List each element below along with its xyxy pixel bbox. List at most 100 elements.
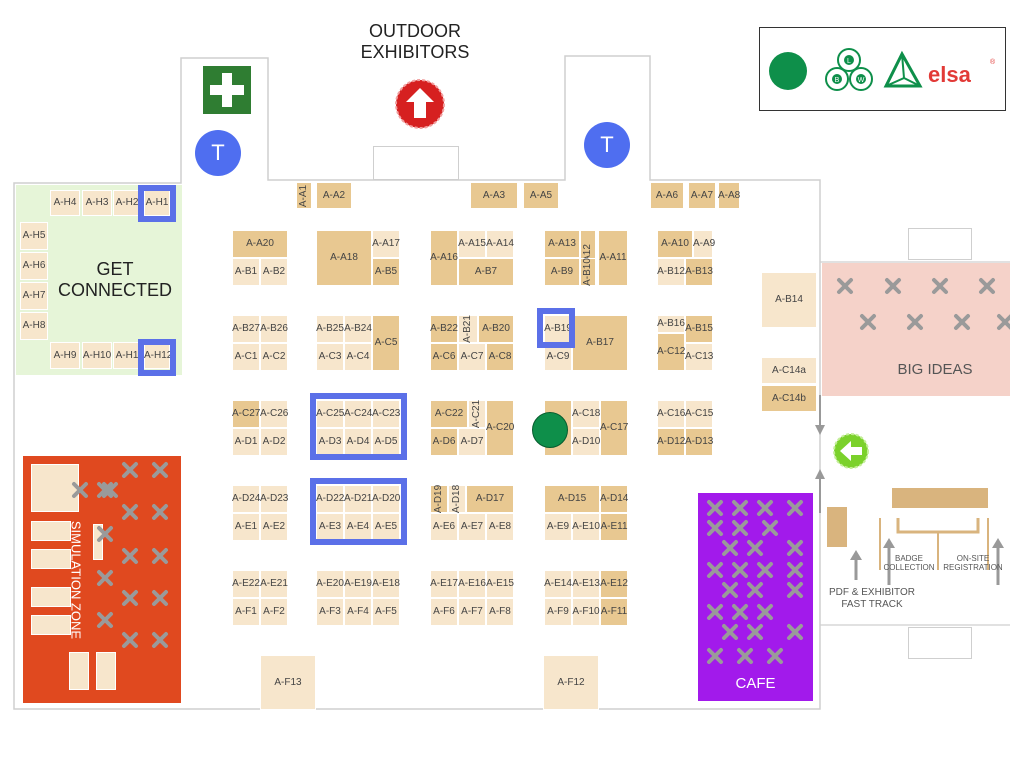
booth-a-d20[interactable] — [372, 485, 400, 513]
booth-a-f12[interactable] — [543, 655, 599, 710]
booth-a-a16[interactable] — [430, 230, 458, 286]
booth-a-e7[interactable] — [458, 513, 486, 541]
booth-a-d7[interactable] — [458, 428, 486, 456]
booth-a-h9[interactable] — [50, 342, 80, 369]
booth-a-a13[interactable] — [544, 230, 580, 258]
booth-a-d24[interactable] — [232, 485, 260, 513]
booth-a-e6[interactable] — [430, 513, 458, 541]
booth-a-e16[interactable] — [458, 570, 486, 598]
booth-a-e21[interactable] — [260, 570, 288, 598]
booth-a-f8[interactable] — [486, 598, 514, 626]
booth-a-e19[interactable] — [344, 570, 372, 598]
booth-a-a10[interactable] — [657, 230, 693, 258]
booth-a-c3[interactable] — [316, 343, 344, 371]
booth-a-e2[interactable] — [260, 513, 288, 541]
booth-a-d5[interactable] — [372, 428, 400, 456]
booth-a-f1[interactable] — [232, 598, 260, 626]
booth-a-h5[interactable] — [20, 222, 48, 250]
booth-a-e22[interactable] — [232, 570, 260, 598]
booth-a-e14[interactable] — [544, 570, 572, 598]
booth-a-c14b[interactable] — [761, 385, 817, 412]
booth-a-c20[interactable] — [486, 400, 514, 456]
booth-a-b16[interactable] — [657, 315, 685, 333]
green-marker-dot[interactable] — [532, 412, 568, 448]
booth-a-c2[interactable] — [260, 343, 288, 371]
booth-a-b1[interactable] — [232, 258, 260, 286]
booth-a-c8[interactable] — [486, 343, 514, 371]
booth-a-e12[interactable] — [600, 570, 628, 598]
booth-a-b22[interactable] — [430, 315, 458, 343]
booth-a-e10[interactable] — [572, 513, 600, 541]
booth-a-h2[interactable] — [113, 190, 141, 216]
booth-a-e17[interactable] — [430, 570, 458, 598]
booth-a-b26[interactable] — [260, 315, 288, 343]
booth-a-e20[interactable] — [316, 570, 344, 598]
booth-a-h3[interactable] — [82, 190, 112, 216]
booth-a-f6[interactable] — [430, 598, 458, 626]
booth-a-b15[interactable] — [685, 315, 713, 343]
booth-a-a2[interactable] — [316, 182, 352, 209]
booth-a-c4[interactable] — [344, 343, 372, 371]
booth-a-h7[interactable] — [20, 282, 48, 310]
booth-a-c7[interactable] — [458, 343, 486, 371]
booth-a-d1[interactable] — [232, 428, 260, 456]
booth-a-c27[interactable] — [232, 400, 260, 428]
booth-a-c12[interactable] — [657, 333, 685, 371]
booth-a-a18[interactable] — [316, 230, 372, 286]
booth-a-f3[interactable] — [316, 598, 344, 626]
booth-a-b2[interactable] — [260, 258, 288, 286]
booth-a-c22[interactable] — [430, 400, 468, 428]
booth-a-a7[interactable] — [688, 182, 716, 209]
booth-a-a15[interactable] — [458, 230, 486, 258]
booth-a-c18[interactable] — [572, 400, 600, 428]
booth-a-f13[interactable] — [260, 655, 316, 710]
booth-a-b27[interactable] — [232, 315, 260, 343]
booth-a-f4[interactable] — [344, 598, 372, 626]
booth-a-b13[interactable] — [685, 258, 713, 286]
booth-a-h10[interactable] — [82, 342, 112, 369]
booth-a-c25[interactable] — [316, 400, 344, 428]
booth-a-f2[interactable] — [260, 598, 288, 626]
booth-a-a14[interactable] — [486, 230, 514, 258]
booth-a-b17[interactable] — [572, 315, 628, 371]
booth-a-f10[interactable] — [572, 598, 600, 626]
booth-a-f11[interactable] — [600, 598, 628, 626]
booth-a-d17[interactable] — [466, 485, 514, 513]
booth-a-e18[interactable] — [372, 570, 400, 598]
booth-a-a9[interactable] — [693, 230, 713, 258]
booth-a-c1[interactable] — [232, 343, 260, 371]
booth-a-b9[interactable] — [544, 258, 580, 286]
booth-a-c16[interactable] — [657, 400, 685, 428]
booth-a-c13[interactable] — [685, 343, 713, 371]
booth-a-d2[interactable] — [260, 428, 288, 456]
booth-a-e15[interactable] — [486, 570, 514, 598]
booth-a-c14a[interactable] — [761, 357, 817, 384]
booth-a-e11[interactable] — [600, 513, 628, 541]
booth-a-e9[interactable] — [544, 513, 572, 541]
booth-a-c17[interactable] — [600, 400, 628, 456]
booth-a-c6[interactable] — [430, 343, 458, 371]
booth-a-d3[interactable] — [316, 428, 344, 456]
booth-a-e1[interactable] — [232, 513, 260, 541]
booth-a-b5[interactable] — [372, 258, 400, 286]
booth-a-d6[interactable] — [430, 428, 458, 456]
booth-a-h11[interactable] — [113, 342, 141, 369]
booth-a-b19[interactable] — [544, 315, 572, 343]
booth-a-a11[interactable] — [598, 230, 628, 286]
booth-a-d12[interactable] — [657, 428, 685, 456]
booth-a-c26[interactable] — [260, 400, 288, 428]
booth-a-d19[interactable] — [430, 485, 448, 513]
booth-a-b21[interactable] — [458, 315, 478, 343]
booth-a-b20[interactable] — [478, 315, 514, 343]
booth-a-a5[interactable] — [523, 182, 559, 209]
booth-a-e8[interactable] — [486, 513, 514, 541]
booth-a-h6[interactable] — [20, 252, 48, 280]
booth-a-d13[interactable] — [685, 428, 713, 456]
booth-a-c24[interactable] — [344, 400, 372, 428]
booth-a-c5[interactable] — [372, 315, 400, 371]
booth-a-a17[interactable] — [372, 230, 400, 258]
booth-a-b24[interactable] — [344, 315, 372, 343]
booth-a-c21[interactable] — [468, 400, 486, 428]
booth-a-d21[interactable] — [344, 485, 372, 513]
booth-a-d15[interactable] — [544, 485, 600, 513]
